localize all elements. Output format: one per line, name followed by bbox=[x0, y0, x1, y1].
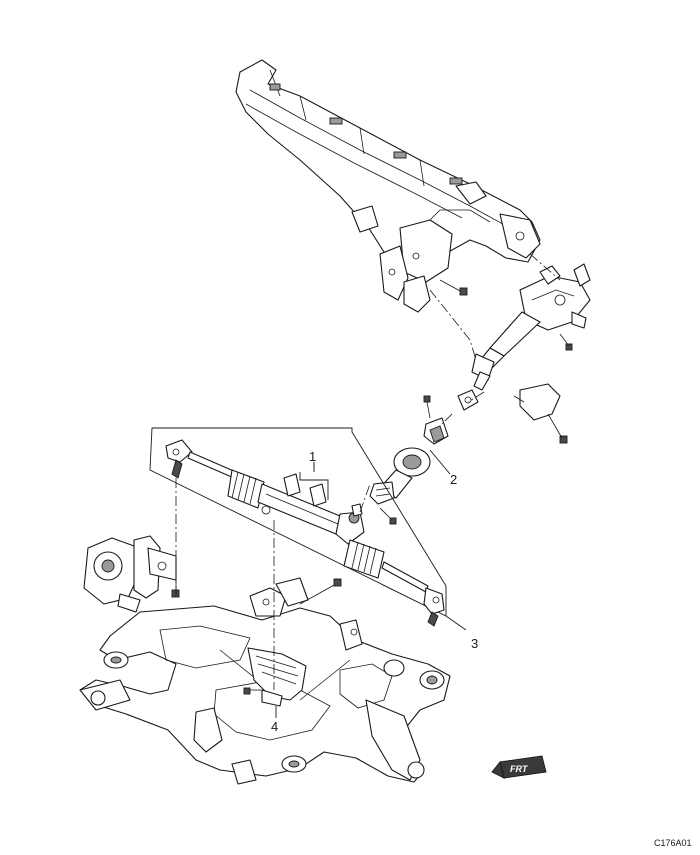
callout-3: 3 bbox=[471, 636, 478, 651]
steering-gear-callout-frame bbox=[149, 427, 447, 617]
front-direction-badge: FRT bbox=[491, 755, 547, 779]
heat-shield bbox=[243, 647, 307, 707]
assembly-centerlines bbox=[175, 253, 561, 690]
intermediate-shaft bbox=[369, 389, 479, 505]
callout-2: 2 bbox=[450, 472, 457, 487]
steering-gear-rack bbox=[165, 439, 445, 627]
beam-bolt bbox=[439, 279, 468, 296]
column-bracket bbox=[513, 383, 568, 444]
steering-knuckle-assembly bbox=[83, 535, 180, 613]
crossmember-bolt bbox=[299, 578, 342, 605]
front-badge-label: FRT bbox=[510, 764, 529, 774]
steering-column bbox=[471, 263, 591, 391]
callout-leaders bbox=[275, 449, 467, 718]
coupling-bolt bbox=[379, 507, 397, 525]
callout-4: 4 bbox=[271, 719, 278, 734]
figure-code: C176A01 bbox=[654, 838, 692, 848]
callout-1: 1 bbox=[309, 449, 316, 464]
cross-car-beam bbox=[235, 59, 541, 313]
